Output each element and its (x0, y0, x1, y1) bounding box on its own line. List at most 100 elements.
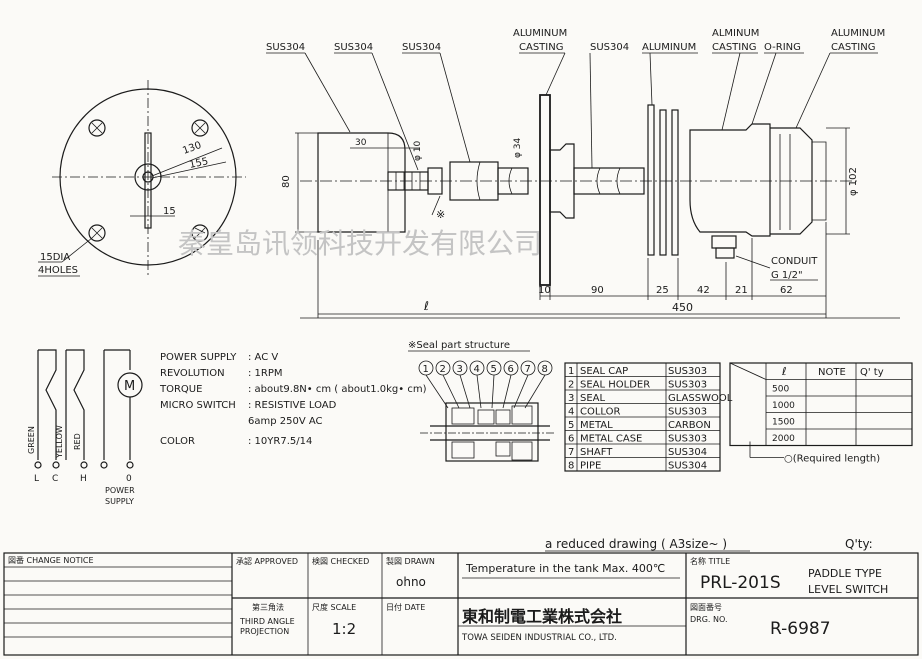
third-angle-line-2: PROJECTION (240, 627, 289, 636)
spec-label: TORQUE (159, 384, 202, 395)
shaft-circle (134, 163, 162, 191)
spec-value: : 1RPM (248, 368, 283, 379)
dim-10: 10 (538, 285, 551, 296)
callout-aluminum-casting-1: ALUMINUM (513, 28, 567, 39)
title-line-2: LEVEL SWITCH (808, 583, 888, 596)
date-label: 日付 DATE (386, 602, 425, 612)
drg-label: 図面番号 (690, 602, 722, 612)
company-jp: 東和制電工業株式会社 (462, 607, 622, 626)
checked-label: 検図 CHECKED (312, 556, 369, 566)
terminal-c: C (52, 474, 58, 484)
model-number: PRL-201S (700, 573, 781, 593)
scale-value: 1:2 (332, 620, 356, 638)
part-material: SUS303 (668, 434, 707, 445)
dim-15: 15 (163, 206, 176, 217)
callout-labels: SUS304 SUS304 SUS304 ALUMINUM CASTING SU… (266, 28, 885, 281)
spec-label: COLOR (160, 436, 195, 447)
spec-value: : RESISTIVE LOAD (248, 400, 337, 411)
part-number: 7 (568, 447, 574, 458)
dim-62: 62 (780, 285, 793, 296)
dim-21: 21 (735, 285, 748, 296)
holes-dia-label: 15DIA (40, 252, 70, 263)
spec-value: 6amp 250V AC (248, 416, 323, 427)
part-material: SUS304 (668, 461, 707, 472)
wiring-diagram: M GREEN YELLOW RED L C H 0 POWER SUPPLY (27, 349, 143, 506)
switch-housing (689, 123, 771, 237)
holes-count-label: 4HOLES (38, 265, 78, 276)
wire-yellow: YELLOW (55, 425, 64, 459)
callout-aluminum-casting-2b: CASTING (831, 42, 875, 53)
terminal-l: L (34, 474, 39, 484)
wire-green: GREEN (27, 426, 36, 454)
change-notice-label: 図番 CHANGE NOTICE (8, 555, 94, 565)
part-name: SEAL CAP (580, 366, 628, 377)
spec-label: POWER SUPPLY (160, 352, 237, 363)
dim-130: 130 (181, 140, 203, 157)
spec-value: : AC V (248, 352, 278, 363)
dim-dia-102: φ 102 (848, 167, 859, 196)
paddle-1 (647, 104, 655, 256)
title-block: 図番 CHANGE NOTICE 承認 APPROVED 検図 CHECKED … (3, 552, 919, 656)
callout-aluminum-paddle: ALUMINUM (642, 42, 696, 53)
seal-number: 8 (542, 364, 548, 375)
dim-dia-34: φ 34 (513, 137, 523, 158)
part-name: SEAL (580, 393, 606, 404)
part-name: METAL (580, 420, 613, 431)
required-length-note: ○(Required length) (784, 454, 880, 465)
length-header-ell: ℓ (781, 365, 787, 378)
dim-155: 155 (188, 156, 209, 171)
dim-90: 90 (591, 285, 604, 296)
drawing-number: R-6987 (770, 619, 831, 639)
power-supply-label-b: SUPPLY (105, 497, 134, 506)
seal-mark: ※ (436, 208, 445, 221)
callout-sus304-pipe: SUS304 (590, 42, 629, 53)
callout-alminum-casting: ALMINUM (712, 28, 759, 39)
length-value: 500 (772, 385, 789, 395)
part-material: SUS303 (668, 366, 707, 377)
seal-number: 3 (457, 364, 463, 375)
seal-number: 6 (508, 364, 514, 375)
spec-list: POWER SUPPLY : AC V REVOLUTION : 1RPM TORQUE… (159, 352, 427, 447)
part-material: SUS303 (668, 407, 707, 418)
part-number: 4 (568, 407, 574, 418)
callout-alminum-casting-b: CASTING (712, 42, 756, 53)
spec-value: : about9.8N• cm ( about1.0kg• cm) (248, 384, 427, 395)
scale-label: 尺度 SCALE (312, 602, 356, 612)
wire-red: RED (73, 433, 82, 450)
part-material: SUS303 (668, 380, 707, 391)
motor-label: M (124, 379, 135, 394)
seal-number: 1 (423, 364, 429, 375)
dim-42: 42 (697, 285, 710, 296)
part-name: SHAFT (580, 447, 613, 458)
length-header-note: NOTE (818, 367, 846, 378)
paddle-2 (659, 109, 667, 256)
paddle-3 (671, 109, 679, 256)
callout-sus304-coupling: SUS304 (402, 42, 441, 53)
length-value: 2000 (772, 434, 795, 444)
spec-label: REVOLUTION (160, 368, 225, 379)
dim-ell: ℓ (423, 299, 429, 313)
seal-number: 2 (440, 364, 446, 375)
drawn-by: ohno (396, 575, 426, 589)
part-name: PIPE (580, 461, 601, 472)
callout-conduit: CONDUIT (771, 256, 818, 267)
part-number: 5 (568, 420, 574, 431)
watermark-text: 秦皇岛讯领科技开发有限公司 (178, 227, 542, 260)
part-number: 3 (568, 393, 574, 404)
title-line-1: PADDLE TYPE (808, 567, 882, 580)
bottom-dimensions: 10 90 25 42 21 62 ℓ 450 (300, 222, 900, 319)
bolt-holes (88, 119, 209, 242)
callout-o-ring: O-RING (764, 42, 801, 53)
approved-label: 承認 APPROVED (236, 556, 298, 566)
dim-80: 80 (281, 175, 292, 188)
length-header-qty: Q' ty (860, 367, 884, 378)
seal-structure-title: ※Seal part structure (408, 340, 510, 351)
part-number: 2 (568, 380, 574, 391)
third-angle-jp: 第三角法 (252, 602, 284, 612)
third-angle-line-1: THIRD ANGLE (239, 617, 295, 626)
length-value: 1000 (772, 401, 795, 411)
qty-label: Q'ty: (845, 537, 873, 551)
